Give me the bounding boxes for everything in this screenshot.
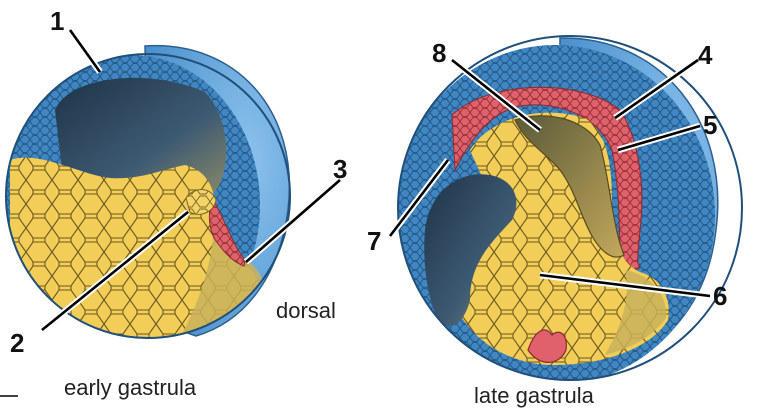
leader-line-1 bbox=[70, 30, 100, 72]
label-8: 8 bbox=[432, 38, 446, 68]
late-gastrula-embryo bbox=[395, 36, 742, 385]
label-1: 1 bbox=[50, 6, 64, 36]
caption-early-gastrula: early gastrula bbox=[64, 375, 197, 400]
label-6: 6 bbox=[713, 281, 727, 311]
early-gastrula-embryo bbox=[4, 46, 290, 355]
label-3: 3 bbox=[333, 154, 347, 184]
label-5: 5 bbox=[703, 110, 717, 140]
label-7: 7 bbox=[367, 226, 381, 256]
label-4: 4 bbox=[698, 40, 713, 70]
caption-dorsal: dorsal bbox=[276, 298, 336, 323]
caption-late-gastrula: late gastrula bbox=[474, 383, 595, 408]
label-2: 2 bbox=[10, 328, 24, 358]
